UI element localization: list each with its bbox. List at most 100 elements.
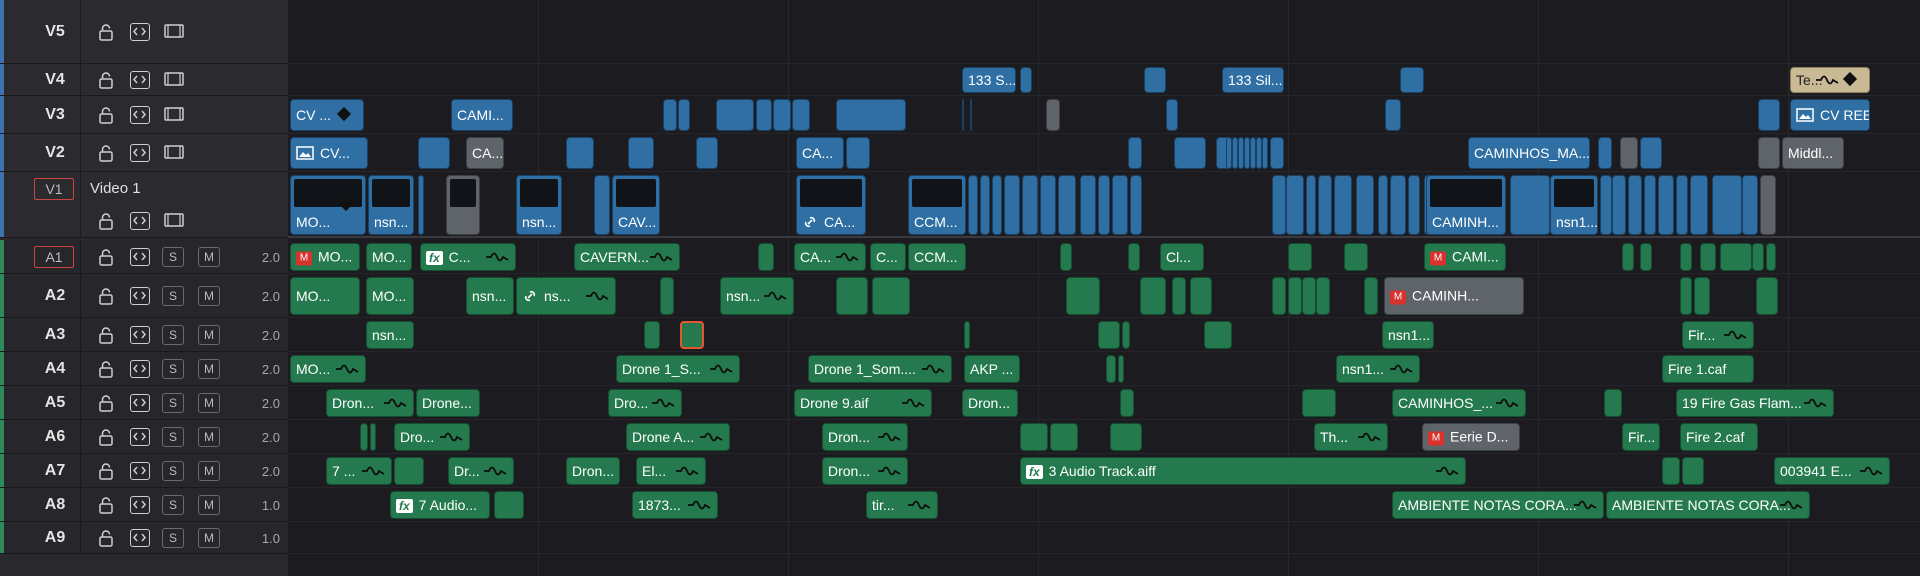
audio-clip-a2[interactable] [1680, 277, 1692, 315]
solo-button[interactable]: S [162, 325, 184, 345]
audio-clip-a2[interactable]: nsn... [720, 277, 794, 315]
auto-select-icon[interactable] [130, 106, 150, 124]
audio-clip-a2[interactable] [872, 277, 910, 315]
audio-clip-a4[interactable]: MO... [290, 355, 366, 383]
audio-clip-a8[interactable] [494, 491, 524, 519]
auto-select-icon[interactable] [130, 23, 150, 41]
auto-select-icon[interactable] [130, 428, 150, 446]
audio-clip-a2[interactable]: nsn... [466, 277, 514, 315]
audio-clip-a8[interactable]: AMBIENTE NOTAS CORA... [1606, 491, 1810, 519]
lock-icon[interactable] [96, 326, 116, 344]
audio-clip-a1[interactable] [1622, 243, 1634, 271]
audio-clip-a4[interactable]: Drone 1_Som.... [808, 355, 952, 383]
video-clip-v1[interactable]: MO... [290, 175, 366, 235]
audio-clip-a2[interactable]: ns... [516, 277, 616, 315]
video-clip-v1[interactable]: CCM... [908, 175, 966, 235]
audio-clip-a6[interactable] [370, 423, 376, 451]
audio-clip-a2[interactable] [1756, 277, 1778, 315]
video-clip-v3[interactable] [773, 99, 791, 131]
audio-clip-a5[interactable]: Dron... [962, 389, 1018, 417]
audio-clip-a1[interactable] [1060, 243, 1072, 271]
video-clip-v2[interactable] [1238, 137, 1244, 169]
lock-icon[interactable] [96, 394, 116, 412]
lock-icon[interactable] [96, 144, 116, 162]
video-clip-v3[interactable] [1758, 99, 1780, 131]
audio-clip-a1[interactable] [1700, 243, 1716, 271]
audio-clip-a1[interactable] [1640, 243, 1652, 271]
video-clip-v3[interactable] [836, 99, 906, 131]
audio-clip-a1[interactable]: MO... [366, 243, 412, 271]
video-clip-v2[interactable] [1262, 137, 1268, 169]
audio-clip-a5[interactable]: Dro... [608, 389, 682, 417]
video-clip-v1[interactable] [1130, 175, 1142, 235]
audio-clip-a2[interactable] [836, 277, 868, 315]
video-clip-v1[interactable] [1408, 175, 1420, 235]
lock-icon[interactable] [96, 360, 116, 378]
lock-icon[interactable] [96, 529, 116, 547]
lock-icon[interactable] [96, 462, 116, 480]
auto-select-icon[interactable] [130, 326, 150, 344]
film-strip-icon[interactable] [163, 22, 185, 40]
audio-clip-a6[interactable]: Fir... [1622, 423, 1660, 451]
mute-button[interactable]: M [198, 247, 220, 267]
lock-icon[interactable] [96, 287, 116, 305]
audio-clip-a6[interactable]: Dro... [394, 423, 470, 451]
audio-clip-a6[interactable]: Drone A... [626, 423, 730, 451]
audio-clip-a4[interactable]: Drone 1_S... [616, 355, 740, 383]
lock-icon[interactable] [96, 428, 116, 446]
video-clip-v3[interactable] [1046, 99, 1060, 131]
video-clip-v2[interactable] [1640, 137, 1662, 169]
mute-button[interactable]: M [198, 495, 220, 515]
video-clip-v1[interactable]: nsn... [368, 175, 414, 235]
audio-clip-a5[interactable]: Dron... [326, 389, 414, 417]
video-clip-v2[interactable] [1128, 137, 1142, 169]
audio-clip-a3[interactable] [964, 321, 970, 349]
solo-button[interactable]: S [162, 495, 184, 515]
video-clip-v2[interactable] [1250, 137, 1256, 169]
video-clip-v1[interactable] [1356, 175, 1374, 235]
audio-clip-a4[interactable]: Fire 1.caf [1662, 355, 1754, 383]
mute-button[interactable]: M [198, 393, 220, 413]
audio-clip-a1[interactable] [1344, 243, 1368, 271]
audio-clip-a3[interactable]: nsn1... [1382, 321, 1434, 349]
video-clip-v2[interactable] [1232, 137, 1238, 169]
audio-clip-a2[interactable] [1288, 277, 1302, 315]
video-clip-v1[interactable] [980, 175, 990, 235]
video-clip-v1[interactable] [1612, 175, 1626, 235]
audio-clip-a1[interactable] [1288, 243, 1312, 271]
video-clip-v1[interactable] [1286, 175, 1304, 235]
video-clip-v2[interactable] [846, 137, 870, 169]
video-clip-v4[interactable] [1020, 67, 1032, 93]
audio-clip-a7[interactable]: Dron... [566, 457, 620, 485]
mute-button[interactable]: M [198, 325, 220, 345]
audio-clip-a6[interactable] [1110, 423, 1142, 451]
audio-clip-a7[interactable] [394, 457, 424, 485]
audio-clip-a2[interactable] [1190, 277, 1212, 315]
video-clip-v1[interactable] [1098, 175, 1110, 235]
audio-clip-a5[interactable] [1604, 389, 1622, 417]
audio-clip-a2[interactable] [1272, 277, 1286, 315]
video-clip-v3[interactable]: CV REE... [1790, 99, 1870, 131]
video-clip-v1[interactable] [1712, 175, 1742, 235]
audio-clip-a2[interactable] [660, 277, 674, 315]
lock-icon[interactable] [96, 71, 116, 89]
video-clip-v2[interactable] [1598, 137, 1612, 169]
video-clip-v2[interactable] [1226, 137, 1232, 169]
audio-clip-a3[interactable] [1098, 321, 1120, 349]
auto-select-icon[interactable] [130, 287, 150, 305]
audio-clip-a4[interactable] [1118, 355, 1124, 383]
video-clip-v3[interactable]: CAMI... [451, 99, 513, 131]
lock-icon[interactable] [96, 496, 116, 514]
video-clip-v4[interactable]: Te... [1790, 67, 1870, 93]
audio-clip-a1[interactable] [1752, 243, 1764, 271]
audio-clip-a7[interactable] [1662, 457, 1680, 485]
audio-clip-a1[interactable]: CCM... [908, 243, 966, 271]
video-clip-v4[interactable]: 133 Sil... [1222, 67, 1284, 93]
audio-clip-a4[interactable] [1106, 355, 1116, 383]
audio-clip-a7[interactable]: 7 ... [326, 457, 392, 485]
video-clip-v1[interactable] [1040, 175, 1056, 235]
audio-clip-a1[interactable] [1720, 243, 1752, 271]
